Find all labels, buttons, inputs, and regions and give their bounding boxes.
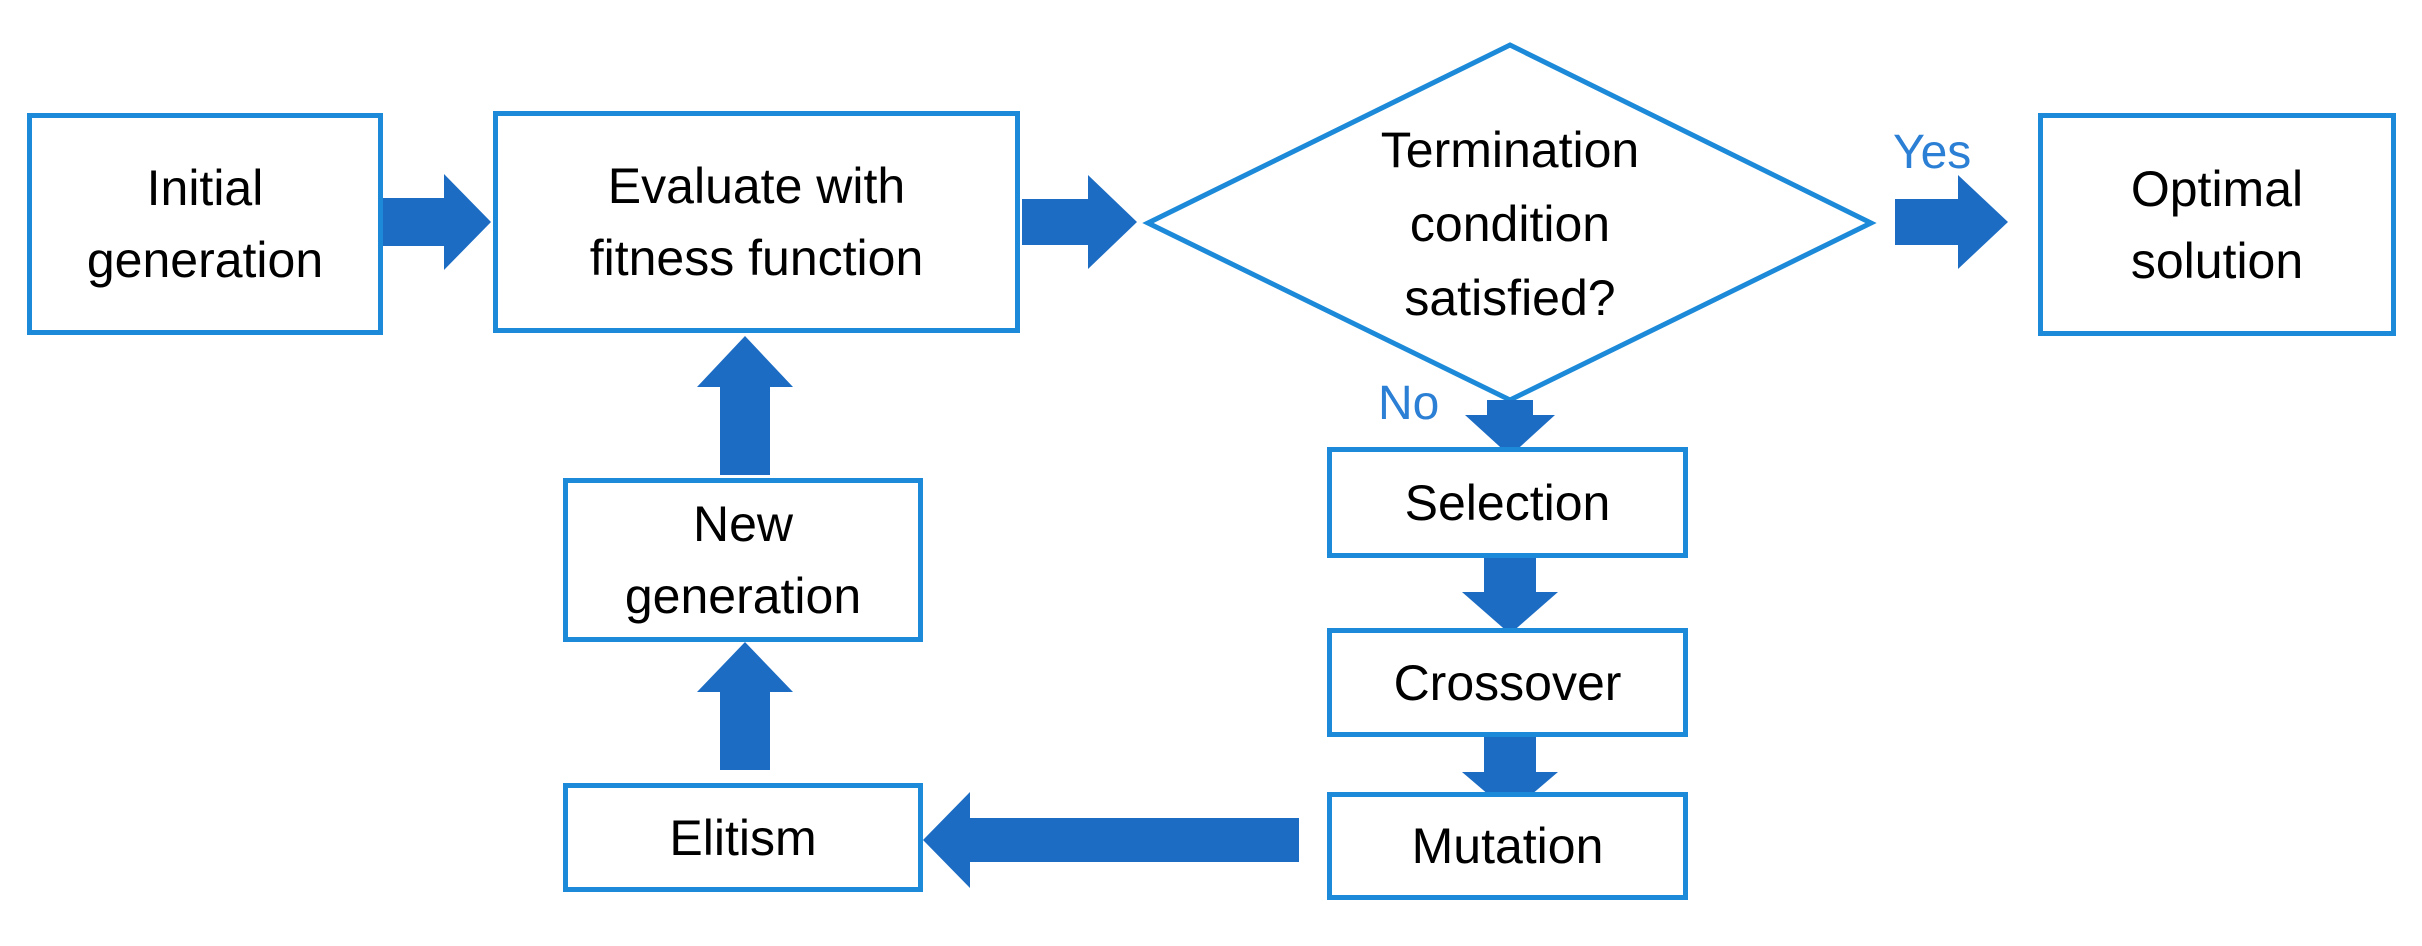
termination-line-3: satisfied? [1404, 270, 1616, 326]
arrow-crossover-to-mutation [1462, 737, 1558, 813]
termination-line-1: Termination [1380, 122, 1640, 178]
arrow-initial-to-evaluate [382, 174, 491, 270]
termination-condition-label: Termination condition satisfied? [1290, 113, 1730, 335]
elitism-label: Elitism [669, 809, 817, 866]
evaluate-fitness-line-1: Evaluate with [607, 158, 906, 214]
initial-generation-line-1: Initial [146, 160, 264, 216]
arrow-termination-to-optimal [1895, 175, 2008, 269]
initial-generation-label: Initial generation [87, 152, 323, 296]
arrow-termination-to-selection [1465, 400, 1555, 456]
mutation-label: Mutation [1411, 818, 1604, 874]
arrow-selection-to-crossover [1462, 558, 1558, 634]
crossover-label: Crossover [1393, 654, 1622, 711]
new-generation-label: New generation [625, 488, 861, 632]
evaluate-fitness-label: Evaluate with fitness function [590, 150, 924, 294]
no-branch-label: No [1378, 377, 1440, 430]
new-generation-line-2: generation [624, 568, 862, 624]
arrow-elitism-to-new-generation [697, 642, 793, 770]
optimal-solution-label: Optimal solution [2131, 153, 2303, 297]
elitism-box: Elitism [563, 783, 923, 892]
optimal-solution-line-1: Optimal [2130, 160, 2304, 217]
yes-branch-label: Yes [1893, 126, 1972, 179]
optimal-solution-line-2: solution [2130, 232, 2304, 289]
evaluate-fitness-line-2: fitness function [589, 230, 924, 286]
initial-generation-line-2: generation [86, 232, 324, 288]
optimal-solution-box: Optimal solution [2038, 113, 2396, 336]
new-generation-line-1: New [692, 496, 794, 552]
evaluate-fitness-box: Evaluate with fitness function [493, 111, 1020, 333]
selection-label: Selection [1404, 474, 1611, 531]
arrow-mutation-to-elitism [923, 792, 1299, 888]
new-generation-box: New generation [563, 478, 923, 642]
mutation-box: Mutation [1327, 792, 1688, 900]
crossover-box: Crossover [1327, 628, 1688, 737]
arrow-new-generation-to-evaluate [697, 336, 793, 475]
arrow-evaluate-to-termination [1022, 175, 1137, 269]
selection-box: Selection [1327, 447, 1688, 558]
termination-line-2: condition [1409, 196, 1611, 252]
initial-generation-box: Initial generation [27, 113, 383, 335]
